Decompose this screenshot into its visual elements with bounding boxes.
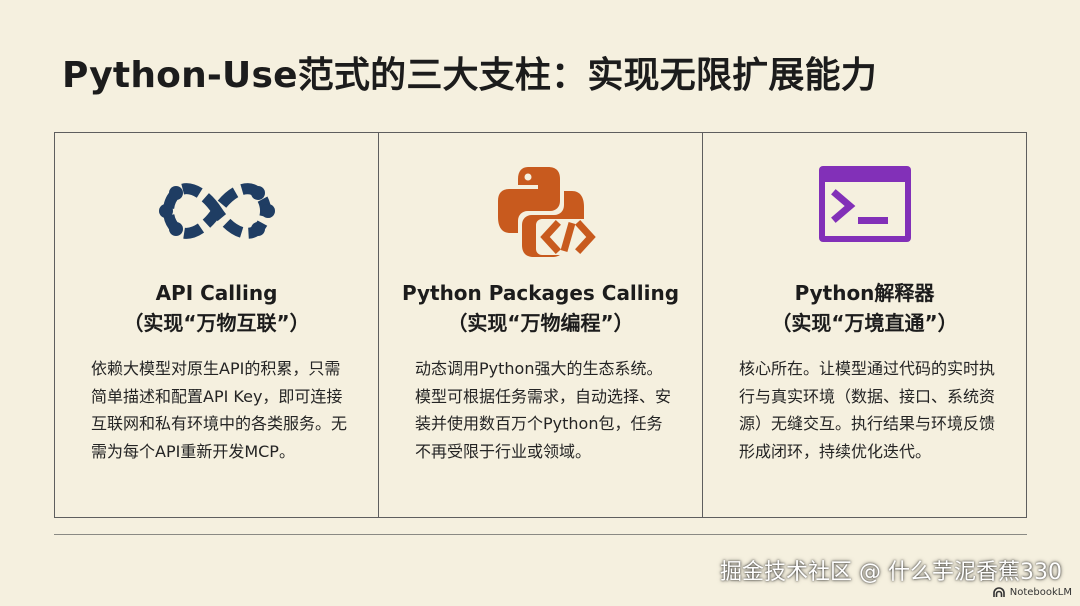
card-subtitle: （实现“万物互联”） xyxy=(123,311,310,335)
card-title: Python解释器 xyxy=(794,281,935,305)
card-python-packages: Python Packages Calling （实现“万物编程”） 动态调用P… xyxy=(378,133,702,517)
card-subtitle: （实现“万境直通”） xyxy=(771,311,958,335)
slide-title: Python-Use范式的三大支柱：实现无限扩展能力 xyxy=(62,55,877,96)
infinity-nodes-icon xyxy=(158,183,275,239)
card-subtitle: （实现“万物编程”） xyxy=(447,311,634,335)
card-python-interpreter: Python解释器 （实现“万境直通”） 核心所在。让模型通过代码的实时执行与真… xyxy=(702,133,1026,517)
card-description: 动态调用Python强大的生态系统。模型可根据任务需求，自动选择、安装并使用数百… xyxy=(415,359,672,461)
card-description: 依赖大模型对原生API的积累，只需简单描述和配置API Key，即可连接互联网和… xyxy=(91,359,348,461)
pillars-grid: API Calling （实现“万物互联”） 依赖大模型对原生API的积累，只需… xyxy=(54,132,1027,518)
footer-divider xyxy=(54,534,1027,535)
card-title: API Calling xyxy=(155,281,278,305)
terminal-icon xyxy=(818,166,911,242)
brand-label: NotebookLM xyxy=(992,586,1072,600)
card-description: 核心所在。让模型通过代码的实时执行与真实环境（数据、接口、系统资源）无缝交互。执… xyxy=(739,359,996,461)
python-code-icon xyxy=(497,167,600,257)
card-api-calling: API Calling （实现“万物互联”） 依赖大模型对原生API的积累，只需… xyxy=(55,133,378,517)
card-title: Python Packages Calling xyxy=(401,281,680,305)
notebooklm-logo-icon xyxy=(992,587,1005,597)
watermark: 掘金技术社区 @ 什么芋泥香蕉330 xyxy=(720,560,1062,585)
brand-name: NotebookLM xyxy=(1009,587,1072,598)
